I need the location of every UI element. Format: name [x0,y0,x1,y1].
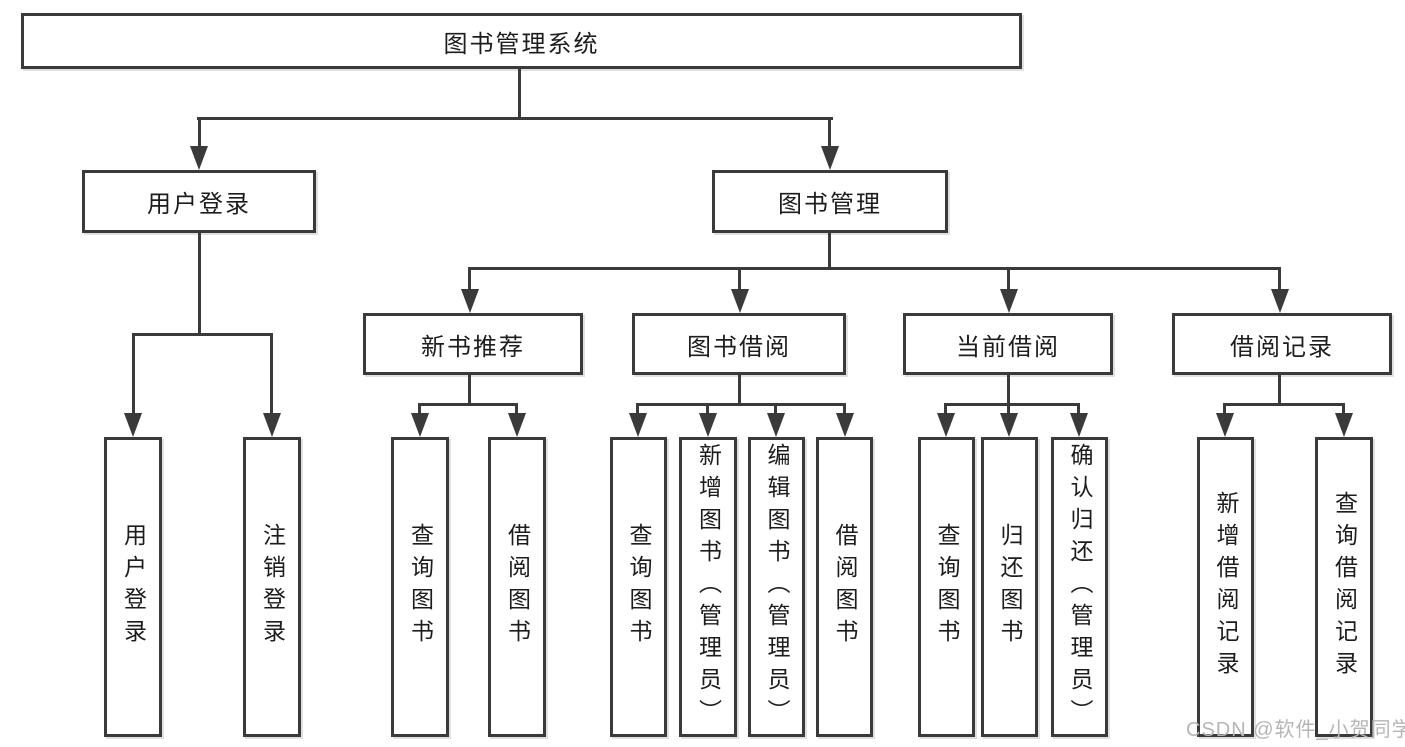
arrow-down-icon [508,413,526,437]
arrow-down-icon [190,146,208,170]
connector-line [198,117,201,149]
connector-line [944,403,947,415]
leaf-query-books-borrow: 查询图书 [610,437,667,737]
node-library-management-system: 图书管理系统 [21,13,1022,69]
arrow-down-icon [836,413,854,437]
connector-line [515,403,518,415]
connector-line [1007,403,1010,415]
connector-line [738,375,741,406]
arrow-down-icon [1070,413,1088,437]
node-label: 编辑图书（管理员） [764,443,790,731]
arrow-down-icon [124,413,142,437]
node-label: 借阅图书 [832,523,858,651]
connector-line [197,117,833,120]
connector-line [828,117,831,149]
arrow-down-icon [461,289,479,313]
node-label: 借阅图书 [504,523,531,651]
connector-line [774,403,777,415]
node-label: 查询图书 [407,523,434,651]
connector-line [132,333,273,336]
arrow-down-icon [821,146,839,170]
connector-line [418,403,421,415]
node-new-book-recommend: 新书推荐 [363,313,583,375]
connector-line [1342,403,1345,415]
connector-line [1077,403,1080,415]
node-label: 新增图书（管理员） [695,443,722,731]
arrow-down-icon [263,413,281,437]
leaf-query-books-current: 查询图书 [918,437,975,737]
arrow-down-icon [1271,289,1289,313]
node-label: 借阅记录 [1230,333,1334,361]
leaf-query-books-recommend: 查询图书 [391,437,449,737]
leaf-edit-books-admin: 编辑图书（管理员） [748,437,805,737]
node-label: 查询图书 [626,523,652,651]
node-label: 归还图书 [997,523,1023,651]
csdn-watermark: CSDN @软件_小贺同学 [1186,719,1405,741]
connector-line [468,267,1281,270]
node-user-login: 用户登录 [82,170,316,233]
arrow-down-icon [699,413,717,437]
leaf-return-books: 归还图书 [981,437,1038,737]
node-label: 图书管理 [778,191,882,218]
arrow-down-icon [1335,413,1353,437]
connector-line [828,233,831,270]
node-current-borrowing: 当前借阅 [903,313,1113,375]
node-label: 确认归还（管理员） [1067,443,1093,731]
node-borrowing-records: 借阅记录 [1172,313,1392,375]
connector-line [198,233,201,336]
leaf-borrow-books: 借阅图书 [816,437,873,737]
connector-line [636,403,845,406]
connector-line [843,403,846,415]
node-label: 图书管理系统 [443,30,600,58]
node-label: 查询借阅记录 [1331,491,1358,683]
connector-line [418,403,518,406]
leaf-confirm-return-admin: 确认归还（管理员） [1051,437,1108,737]
leaf-query-borrow-record: 查询借阅记录 [1315,437,1373,737]
node-label: 用户登录 [147,191,251,218]
connector-line [944,403,1079,406]
connector-line [518,69,521,119]
node-label: 查询图书 [934,523,960,651]
node-label: 注销登录 [259,523,286,651]
node-label: 新增借阅记录 [1213,491,1239,683]
connector-line [270,333,273,415]
connector-line [706,403,709,415]
arrow-down-icon [411,413,429,437]
leaf-borrow-books-recommend: 借阅图书 [488,437,546,737]
connector-line [1278,375,1281,406]
node-label: 用户登录 [120,523,147,651]
connector-line [468,375,471,406]
arrow-down-icon [1216,413,1234,437]
leaf-add-borrow-record: 新增借阅记录 [1197,437,1254,737]
node-label: 图书借阅 [687,333,791,361]
connector-line [738,267,741,291]
connector-line [1223,403,1226,415]
connector-line [1007,375,1010,406]
connector-line [1278,267,1281,291]
node-book-borrowing: 图书借阅 [632,313,846,375]
node-label: 新书推荐 [421,333,525,361]
connector-line [468,267,471,291]
arrow-down-icon [629,413,647,437]
node-book-management: 图书管理 [712,170,948,233]
leaf-user-login: 用户登录 [104,437,162,737]
leaf-logout: 注销登录 [243,437,301,737]
connector-line [132,333,135,415]
arrow-down-icon [767,413,785,437]
leaf-add-books-admin: 新增图书（管理员） [679,437,737,737]
arrow-down-icon [1000,289,1018,313]
arrow-down-icon [1000,413,1018,437]
connector-line [1007,267,1010,291]
connector-line [1223,403,1344,406]
arrow-down-icon [731,289,749,313]
connector-line [636,403,639,415]
arrow-down-icon [937,413,955,437]
node-label: 当前借阅 [956,333,1060,361]
